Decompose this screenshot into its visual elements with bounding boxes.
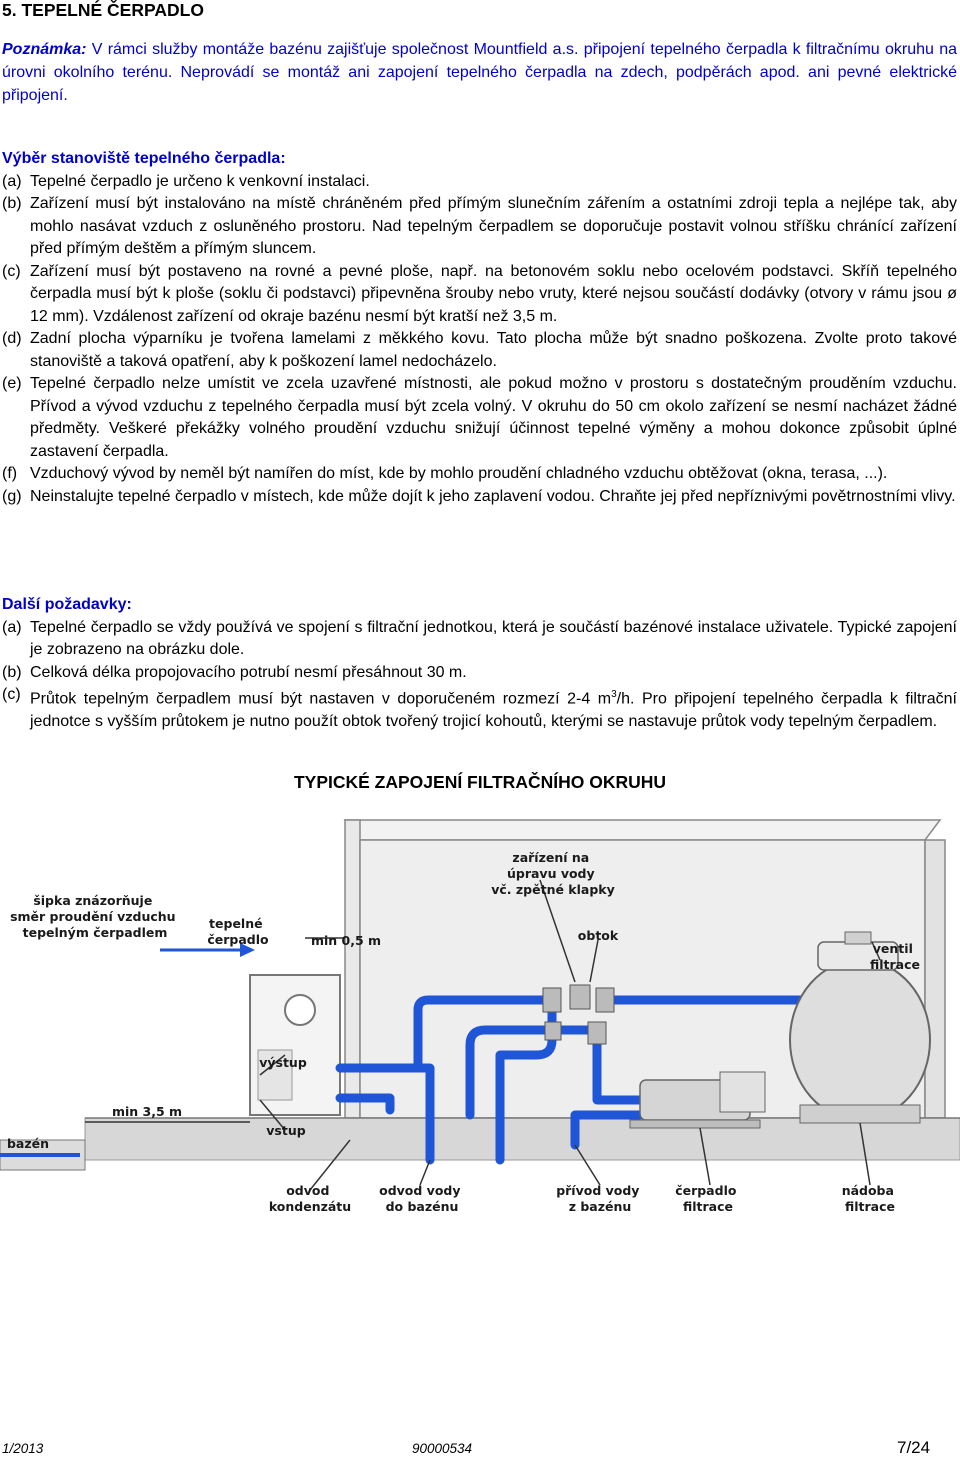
item-label: (b) — [2, 663, 22, 681]
label-filter-vessel: nádoba filtrace — [842, 1183, 899, 1214]
list-item: (e) Tepelné čerpadlo nelze umístit ve zce… — [2, 373, 957, 463]
leader-valve-device — [539, 879, 576, 983]
filter-pump-base — [629, 1119, 761, 1129]
pipe-outlet — [335, 1063, 435, 1165]
label-water-in: přívod vody z bazénu — [556, 1183, 644, 1214]
item-text: Vzduchový vývod by neměl být namířen do … — [30, 465, 888, 482]
ground — [84, 1117, 960, 1161]
item-label: (f) — [2, 465, 18, 482]
label-arrow-note: šipka znázorňuje směr proudění vzduchu t… — [10, 893, 180, 940]
label-filter-valve: ventil filtrace — [870, 941, 920, 972]
section-heading: 5. TEPELNÉ ČERPADLO — [2, 0, 204, 20]
list-item: (f) Vzduchový vývod by neměl být namířen … — [2, 463, 957, 486]
filter-vessel-base — [799, 1104, 921, 1124]
leader-condensate — [309, 1139, 351, 1191]
filter-pump-motor — [719, 1071, 766, 1113]
list-item: (a) Tepelné čerpadlo je určeno k venkovní… — [2, 171, 957, 194]
item-label: (a) — [2, 172, 22, 190]
flow-text-before: Průtok tepelným čerpadlem musí být nasta… — [30, 690, 612, 708]
item-label: (a) — [2, 618, 22, 636]
label-water-out: odvod vody do bazénu — [379, 1183, 465, 1214]
footer-page-number: 7/24 — [897, 1438, 931, 1457]
label-inlet: vstup — [266, 1123, 305, 1138]
filter-vessel — [789, 959, 931, 1121]
label-min-05: min 0,5 m — [311, 933, 381, 948]
item-label: (c) — [2, 262, 21, 280]
note-lead: Poznámka: — [2, 41, 87, 58]
pipe-to-valves — [413, 995, 557, 1073]
pipe-return — [465, 1025, 602, 1120]
filtration-circuit-diagram: šipka znázorňuje směr proudění vzduchu t… — [0, 819, 960, 1214]
diagram-title: TYPICKÉ ZAPOJENÍ FILTRAČNÍHO OKRUHU — [293, 772, 667, 792]
leader-inlet — [259, 1099, 286, 1131]
leader-bypass — [589, 939, 599, 983]
item-text: Průtok tepelným čerpadlem musí být nasta… — [30, 684, 957, 733]
list-item: (c) Zařízení musí být postaveno na rovné … — [2, 261, 957, 329]
pipe-from-pool — [570, 1110, 645, 1150]
check-valve — [587, 1021, 607, 1045]
placement-section: Výběr stanoviště tepelného čerpadla: (a)… — [2, 148, 957, 508]
list-item: (g) Neinstalujte tepelné čerpadlo v míste… — [2, 486, 957, 509]
valve-right — [595, 987, 615, 1013]
leader-filter-valve — [871, 941, 881, 961]
label-valve-device: zařízení na úpravu vody vč. zpětné klapk… — [491, 850, 615, 897]
item-text: Celková délka propojovacího potrubí nesm… — [30, 663, 467, 681]
label-condensate: odvod kondenzátu — [269, 1183, 351, 1214]
item-text: Neinstalujte tepelné čerpadlo v místech,… — [30, 487, 956, 505]
label-heat-pump: tepelné čerpadlo — [207, 916, 269, 947]
label-outlet: výstup — [259, 1055, 307, 1070]
note-text: V rámci služby montáže bazénu zajišťuje … — [2, 41, 957, 104]
item-label: (c) — [2, 686, 21, 703]
heat-pump-gauge — [284, 994, 316, 1026]
footer-date: 1/2013 — [2, 1441, 44, 1456]
item-text: Zadní plocha výparníku je tvořena lamela… — [30, 330, 957, 370]
valve-lower — [544, 1021, 562, 1041]
item-label: (e) — [2, 375, 22, 392]
leader-water-out — [419, 1159, 431, 1186]
leader-outlet — [259, 1054, 286, 1076]
wall-left-edge — [344, 819, 361, 1119]
list-item: (c) Průtok tepelným čerpadlem musí být na… — [2, 684, 957, 733]
item-text: Zařízení musí být postaveno na rovné a p… — [30, 262, 957, 325]
leader-filter-pump — [699, 1127, 711, 1186]
requirements-title: Další požadavky: — [2, 596, 132, 613]
label-min-35: min 3,5 m — [112, 1104, 182, 1119]
list-item: (d) Zadní plocha výparníku je tvořena lam… — [2, 328, 957, 373]
list-item: (b) Celková délka propojovacího potrubí n… — [2, 662, 957, 685]
item-text: Tepelné čerpadlo nelze umístit ve zcela … — [30, 375, 957, 460]
leader-water-in — [574, 1144, 601, 1186]
pipe-down-left — [495, 995, 557, 1165]
list-item: (b) Zařízení musí být instalováno na míst… — [2, 193, 957, 261]
item-text: Tepelné čerpadlo se vždy používá ve spoj… — [30, 618, 957, 659]
pipe-to-pump — [592, 1025, 645, 1105]
flow-unit-superscript: 3 — [611, 689, 617, 700]
filter-valve-knob — [844, 931, 872, 945]
footer-code: 90000534 — [412, 1441, 473, 1456]
valve-left — [542, 987, 562, 1013]
wall-top — [343, 819, 942, 841]
leader-filter-vessel — [859, 1122, 871, 1186]
item-label: (b) — [2, 195, 22, 212]
item-text: Zařízení musí být instalováno na místě c… — [30, 195, 957, 257]
label-pool: bazén — [7, 1136, 49, 1151]
pipe-inlet — [335, 1093, 395, 1115]
item-text: Tepelné čerpadlo je určeno k venkovní in… — [30, 172, 370, 190]
requirements-section: Další požadavky: (a) Tepelné čerpadlo se … — [2, 594, 957, 733]
label-filter-pump: čerpadlo filtrace — [675, 1183, 741, 1214]
wall-right-edge — [924, 839, 946, 1119]
dimension-markers — [85, 879, 881, 1191]
list-item: (a) Tepelné čerpadlo se vždy používá ve s… — [2, 617, 957, 662]
placement-title: Výběr stanoviště tepelného čerpadla: — [2, 150, 286, 167]
flow-text-after: /h. Pro připojení tepelného čerpadla k f… — [30, 690, 957, 730]
note-paragraph: Poznámka: V rámci služby montáže bazénu … — [2, 38, 957, 107]
label-bypass: obtok — [578, 928, 619, 943]
heat-pump-panel — [257, 1049, 293, 1101]
item-label: (d) — [2, 330, 22, 347]
item-label: (g) — [2, 487, 22, 505]
valve-middle — [569, 984, 591, 1010]
airflow-arrowhead — [240, 943, 255, 957]
